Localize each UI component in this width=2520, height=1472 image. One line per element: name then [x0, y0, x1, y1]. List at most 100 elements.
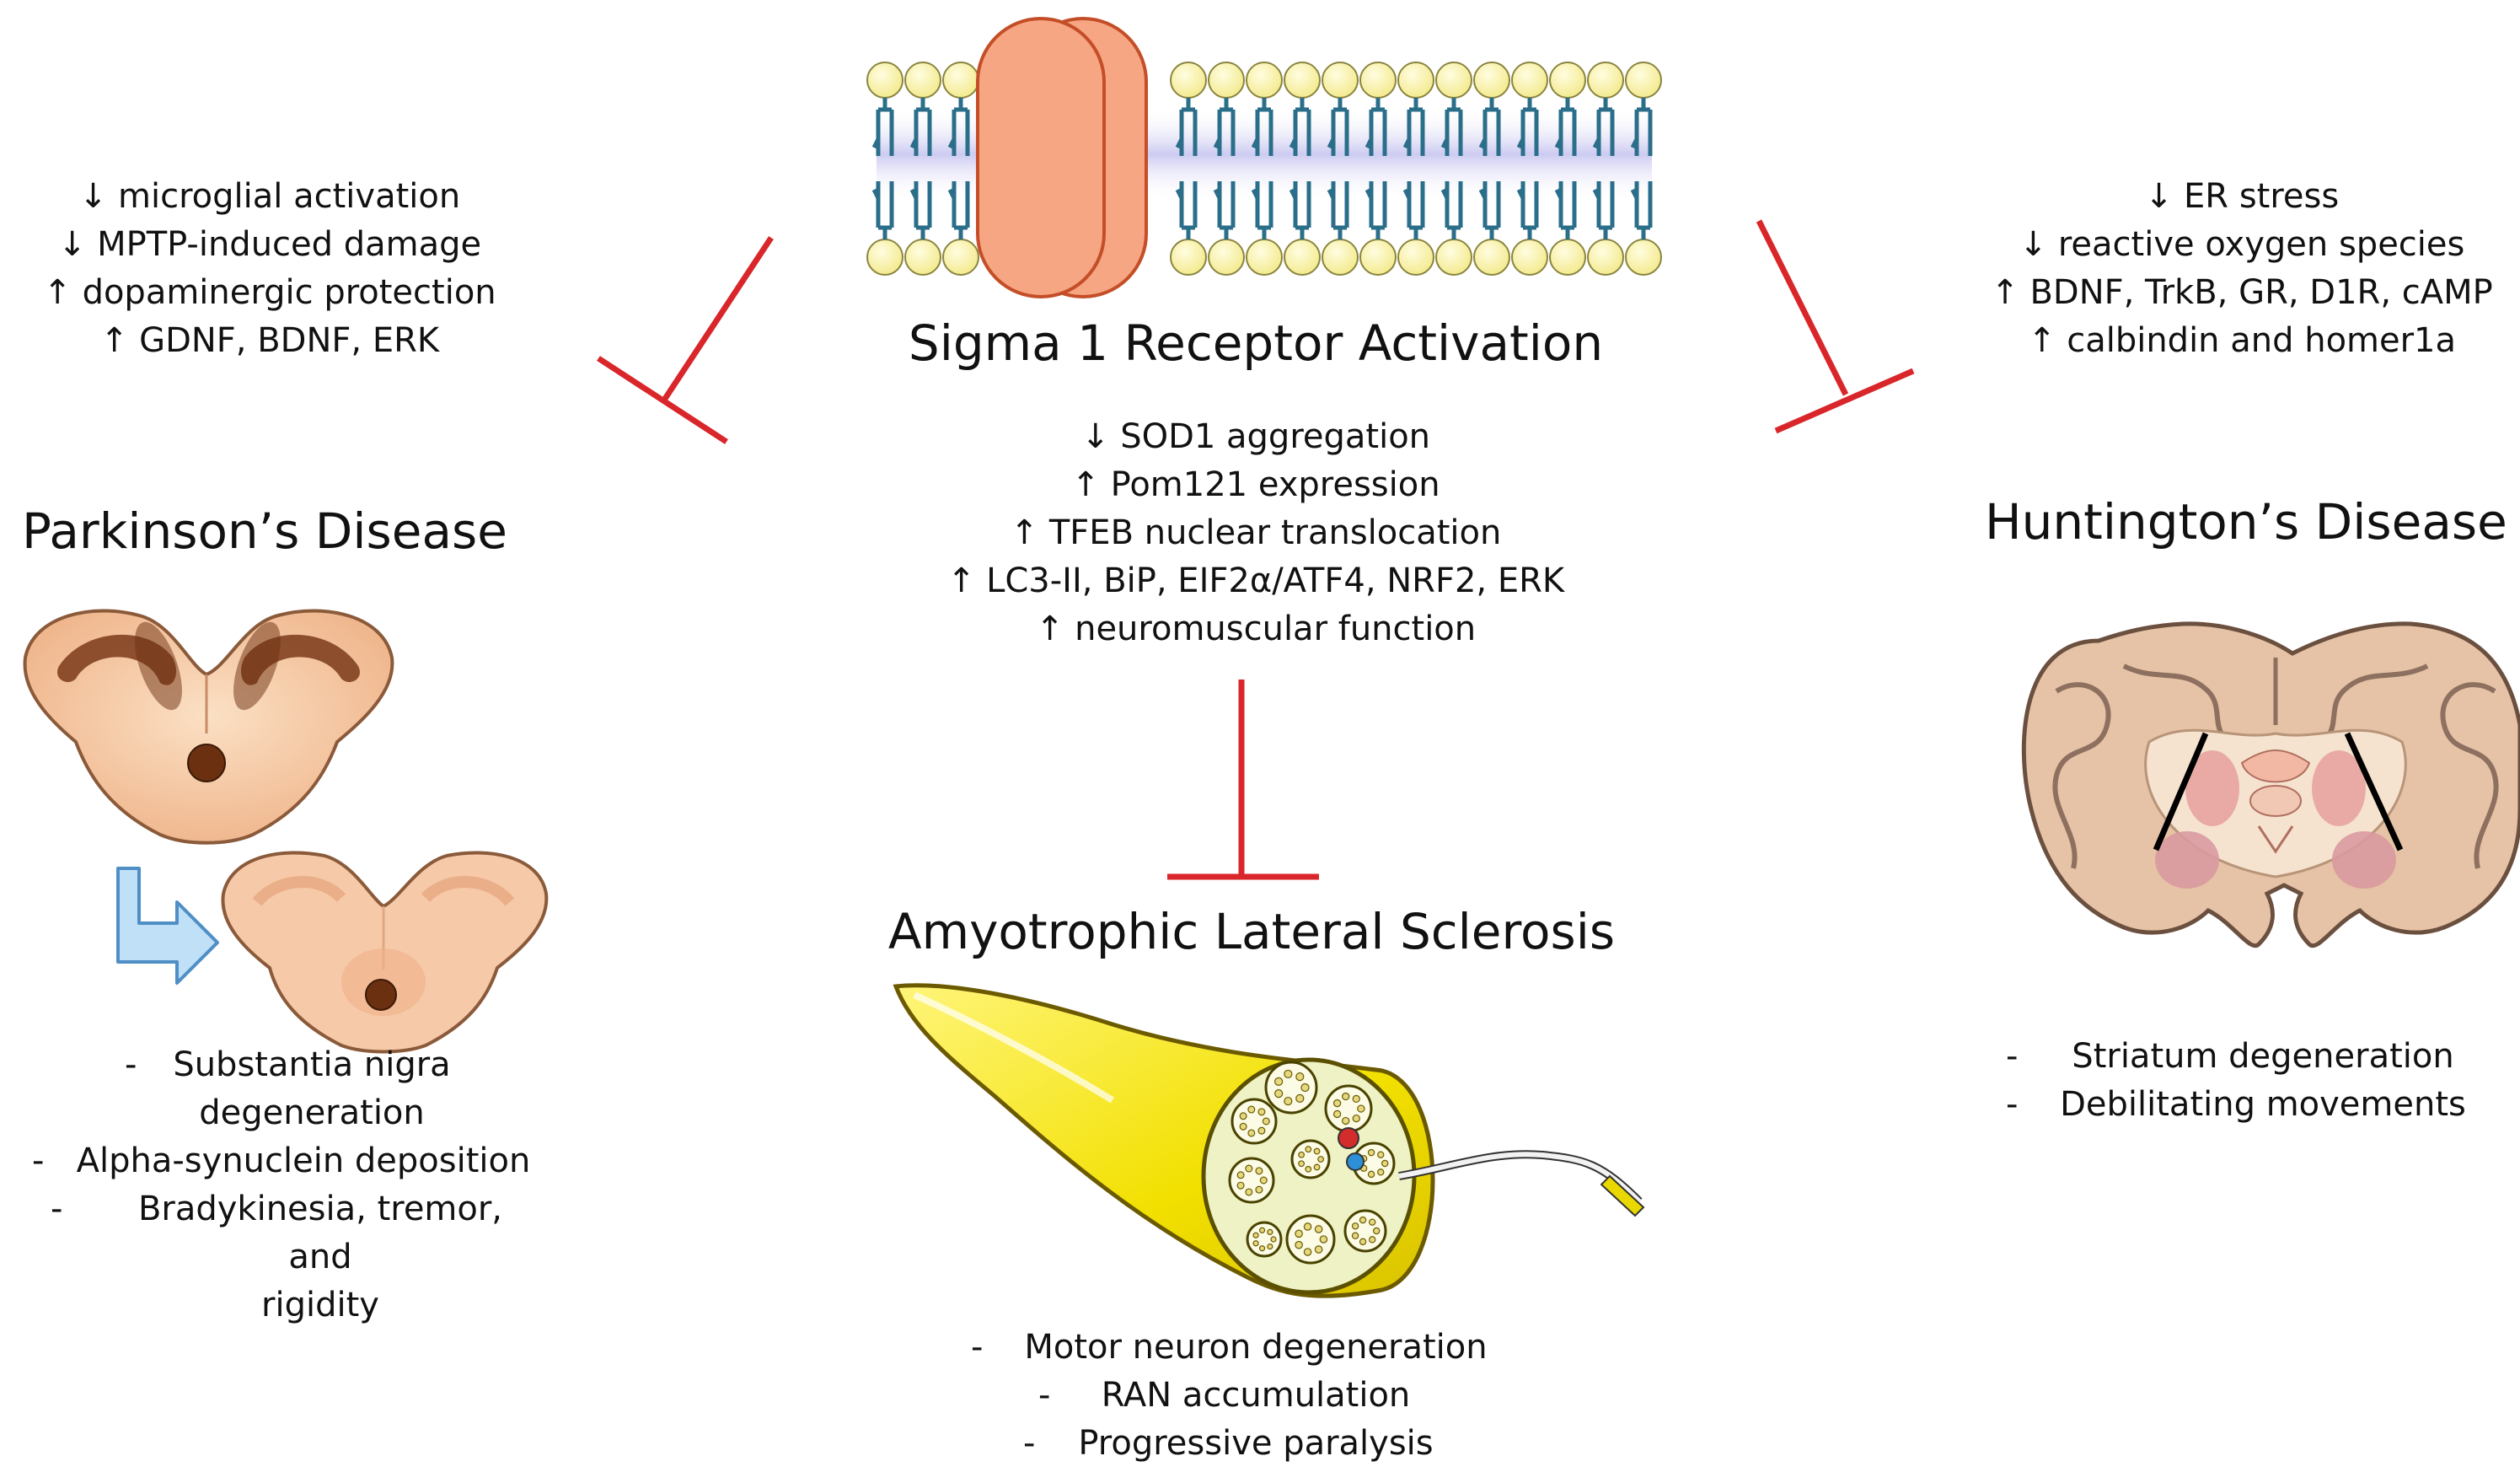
axon-dot	[1267, 1228, 1273, 1235]
lipid-tail	[1289, 98, 1311, 156]
lipid-head	[1473, 62, 1510, 99]
lipid-tail	[1592, 98, 1615, 156]
axon-dot	[1317, 1156, 1324, 1163]
lipid-tail	[1592, 181, 1615, 239]
lipid-tail	[909, 181, 932, 239]
axon-dot	[1351, 1222, 1359, 1230]
axon-dot	[1351, 1232, 1359, 1239]
lipid-head	[1322, 239, 1359, 276]
axon-dot	[1359, 1216, 1367, 1224]
lipid-tail	[1554, 181, 1577, 239]
als-title: Amyotrophic Lateral Sclerosis	[887, 903, 1616, 960]
lipid-head	[942, 62, 979, 99]
axon-dot	[1352, 1094, 1360, 1104]
lipid-tail	[1175, 98, 1198, 156]
axon-dot	[1236, 1181, 1245, 1190]
axon-dot	[1332, 1109, 1342, 1119]
lipid-tail	[1251, 181, 1273, 239]
lipid-head	[1549, 239, 1586, 276]
parkinsons-effect-2: ↓ MPTP-induced damage	[57, 225, 482, 264]
lipid-tail	[1516, 181, 1539, 239]
axon-dot	[1377, 1168, 1385, 1176]
lipid-head	[1625, 239, 1662, 276]
als-symptom-3: - Progressive paralysis	[1023, 1424, 1434, 1463]
axon-dot	[1259, 1176, 1268, 1185]
lipid-bilayer	[866, 62, 1662, 276]
lipid-tail	[1365, 98, 1387, 156]
parkinsons-symptom-1: - Substantia nigra degeneration	[125, 1045, 451, 1132]
axon-dot	[1255, 1167, 1263, 1175]
axon-dot	[1342, 1092, 1350, 1101]
parkinsons-symptom-2: - Alpha-synuclein deposition	[32, 1142, 531, 1180]
axon-dot	[1314, 1245, 1323, 1254]
lipid-tail	[1630, 181, 1653, 239]
huntingtons-title: Huntington’s Disease	[1985, 493, 2507, 551]
huntingtons-effect-3: ↑ BDNF, TrkB, GR, D1R, cAMP	[1991, 273, 2493, 312]
lipid-tail	[1289, 181, 1311, 239]
lipid-head	[1473, 239, 1510, 276]
parkinsons-effect-4: ↑ GDNF, BDNF, ERK	[99, 321, 440, 360]
axon-dot	[1284, 1096, 1293, 1106]
lipid-tail	[1175, 181, 1198, 239]
lipid-tail	[947, 98, 970, 156]
lipid-head	[942, 239, 979, 276]
lipid-head	[1208, 62, 1245, 99]
axon-dot	[1357, 1104, 1365, 1113]
axon-dot	[1372, 1227, 1381, 1235]
axon-dot	[1252, 1232, 1259, 1238]
huntingtons-effect-1: ↓ ER stress	[2144, 177, 2340, 216]
axon-dot	[1245, 1164, 1253, 1173]
axon-dot	[1255, 1185, 1263, 1194]
lipid-tail	[1365, 181, 1387, 239]
lipid-tail	[947, 181, 970, 239]
parkinsons-effect-3: ↑ dopaminergic protection	[43, 273, 496, 312]
huntingtons-effects: ↓ ER stress ↓ reactive oxygen species ↑ …	[1964, 173, 2520, 365]
cell-membrane	[866, 17, 1662, 298]
axon-dot	[1369, 1218, 1376, 1226]
axon-dot	[1236, 1171, 1245, 1179]
axon-dot	[1252, 1240, 1259, 1247]
lipid-head	[1359, 239, 1397, 276]
midbrain-healthy-icon	[23, 609, 394, 845]
axon-dot	[1245, 1188, 1253, 1196]
lipid-tail	[1402, 98, 1425, 156]
axon-dot	[1257, 1108, 1266, 1116]
lipid-head	[904, 239, 941, 276]
huntingtons-effect-2: ↓ reactive oxygen species	[2019, 225, 2465, 264]
lipid-head	[1246, 62, 1283, 99]
axon-dot	[1319, 1235, 1328, 1244]
parkinsons-symptom-3: - Bradykinesia, tremor, and rigidity	[51, 1190, 503, 1324]
center-effect-3: ↑ TFEB nuclear translocation	[1010, 513, 1502, 552]
huntingtons-symptoms: - Striatum degeneration - Debilitating m…	[1981, 1033, 2503, 1129]
axon-dot	[1303, 1248, 1312, 1256]
axon-dot	[1239, 1122, 1247, 1131]
als-symptoms: - Motor neuron degeneration - RAN accumu…	[952, 1324, 1559, 1468]
lipid-head	[1284, 62, 1321, 99]
lipid-tail	[1251, 98, 1273, 156]
axon-dot	[1247, 1129, 1256, 1137]
huntingtons-effect-4: ↑ calbindin and homer1a	[2027, 321, 2457, 360]
center-effect-2: ↑ Pom121 expression	[1071, 465, 1440, 504]
inhibit-arrow-parkinsons	[597, 236, 774, 444]
center-effect-1: ↓ SOD1 aggregation	[1080, 417, 1431, 456]
lipid-head	[866, 239, 903, 276]
lipid-tail	[1478, 181, 1501, 239]
sigma1-receptor-icon	[976, 17, 1148, 298]
lipid-head	[1397, 62, 1434, 99]
lipid-head	[1284, 239, 1321, 276]
lipid-head	[904, 62, 941, 99]
huntingtons-symptom-2: - Debilitating movements	[2006, 1085, 2466, 1124]
lipid-tail	[1478, 98, 1501, 156]
axon-dot	[1267, 1244, 1273, 1250]
nerve-fascicles	[1228, 1061, 1396, 1265]
lipid-head	[1435, 239, 1472, 276]
axon-dot	[1359, 1238, 1367, 1246]
lipid-tail	[1327, 98, 1349, 156]
lipid-tail	[1440, 181, 1463, 239]
axon-dot	[1295, 1229, 1303, 1238]
lipid-head	[1511, 239, 1548, 276]
als-symptom-1: - Motor neuron degeneration	[971, 1328, 1488, 1367]
lipid-tail	[1630, 98, 1653, 156]
axon-dot	[1313, 1147, 1321, 1155]
